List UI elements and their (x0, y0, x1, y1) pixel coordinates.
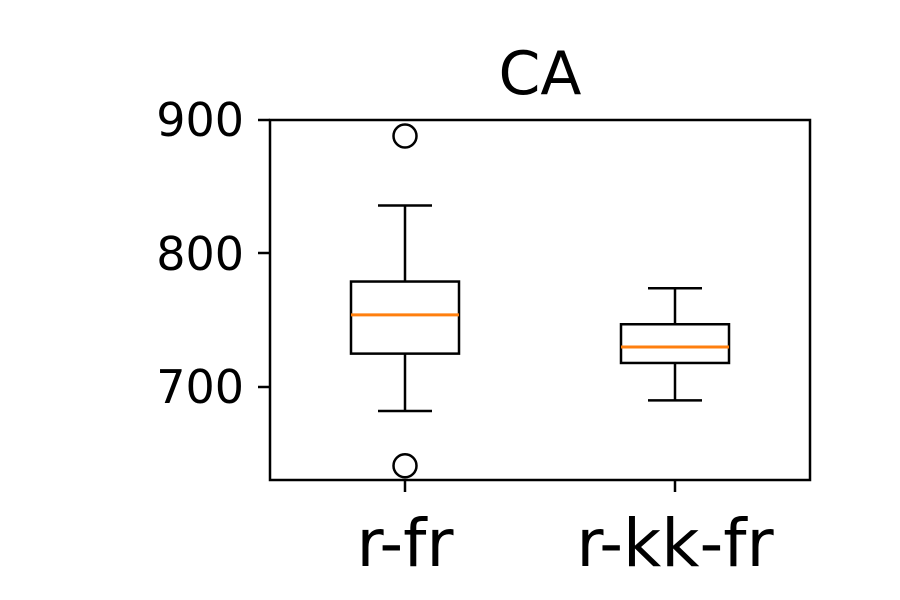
y-tick-label-900: 900 (156, 93, 244, 147)
y-tick-label-800: 800 (156, 227, 244, 281)
x-tick-label-r-fr: r-fr (356, 505, 454, 582)
box-r-kk-fr (619, 323, 731, 365)
plot-area-frame (268, 118, 812, 482)
outlier-r-fr-1 (392, 453, 418, 479)
chart-title: CA (499, 39, 582, 109)
outlier-r-fr-0 (392, 123, 418, 149)
x-tick-label-r-kk-fr: r-kk-fr (576, 505, 774, 582)
boxes-layer (349, 123, 731, 479)
x-axis: r-fr r-kk-fr (356, 480, 775, 582)
y-axis: 900 800 700 (156, 93, 270, 414)
box-r-fr (349, 280, 461, 355)
y-tick-label-700: 700 (156, 360, 244, 414)
